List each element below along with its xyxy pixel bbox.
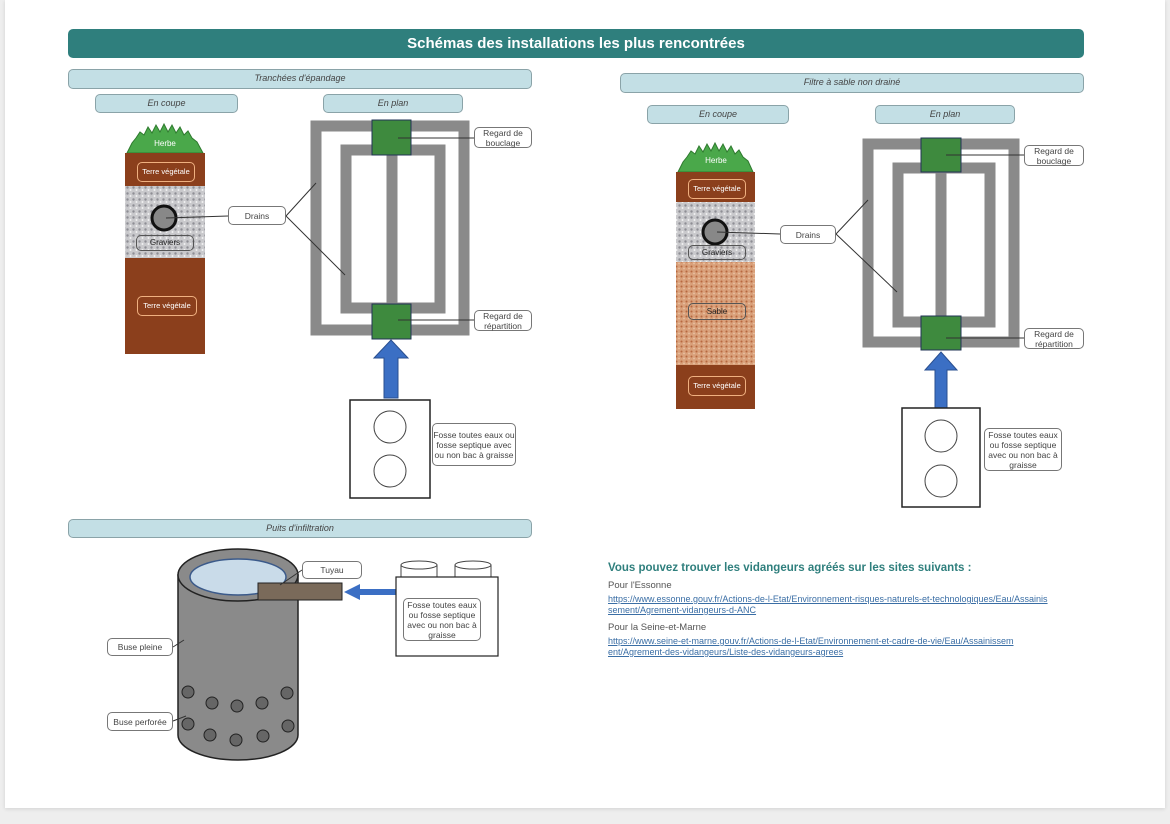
section-filtre-title: Filtre à sable non drainé (620, 73, 1084, 93)
terre-vegetale-label: Terre végétale (688, 376, 746, 396)
filtre-plan (862, 138, 1020, 348)
filtre-coupe (676, 141, 781, 409)
seine-et-marne-link[interactable]: https://www.seine-et-marne.gouv.fr/Actio… (608, 636, 1014, 657)
fosse-label: Fosse toutes eaux ou fosse septique avec… (403, 598, 481, 641)
fosse-label: Fosse toutes eaux ou fosse septique avec… (984, 428, 1062, 471)
vidangeurs-info: Vous pouvez trouver les vidangeurs agréé… (608, 562, 1068, 664)
drains-label: Drains (780, 225, 836, 244)
fosse-label: Fosse toutes eaux ou fosse septique avec… (432, 423, 516, 466)
section-tranchees-title: Tranchées d'épandage (68, 69, 532, 89)
flow-arrow-icon (372, 339, 410, 399)
herbe-label: Herbe (154, 139, 176, 148)
puits-cylinder (172, 548, 343, 761)
essonne-label: Pour l'Essonne (608, 580, 672, 591)
graviers-label: Graviers (688, 245, 746, 260)
sable-label: Sable (688, 303, 746, 320)
terre-vegetale-label: Terre végétale (688, 179, 746, 199)
buse-pleine-label: Buse pleine (107, 638, 173, 656)
filtre-plan-label: En plan (875, 105, 1015, 124)
seine-et-marne-label: Pour la Seine-et-Marne (608, 622, 707, 633)
page-title: Schémas des installations les plus renco… (68, 29, 1084, 58)
info-heading: Vous pouvez trouver les vidangeurs agréé… (608, 562, 972, 574)
regard-repartition-label: Regard de répartition (1024, 328, 1084, 349)
graviers-label: Graviers (136, 235, 194, 251)
tranchees-coupe-label: En coupe (95, 94, 238, 113)
tranchees-plan (310, 120, 470, 336)
regard-repartition-label: Regard de répartition (474, 310, 532, 331)
flow-arrow-icon (344, 584, 396, 600)
regard-bouclage-label: Regard de bouclage (1024, 145, 1084, 166)
tuyau-label: Tuyau (302, 561, 362, 579)
terre-vegetale-label: Terre végétale (137, 162, 195, 182)
drains-label: Drains (228, 206, 286, 225)
essonne-link[interactable]: https://www.essonne.gouv.fr/Actions-de-l… (608, 594, 1048, 615)
regard-bouclage-label: Regard de bouclage (474, 127, 532, 148)
filtre-coupe-label: En coupe (647, 105, 789, 124)
section-puits-title: Puits d'infiltration (68, 519, 532, 538)
flow-arrow-icon (923, 351, 959, 409)
terre-vegetale-label: Terre végétale (137, 296, 197, 316)
buse-perforee-label: Buse perforée (107, 712, 173, 731)
tranchees-plan-label: En plan (323, 94, 463, 113)
herbe-label: Herbe (705, 156, 727, 165)
